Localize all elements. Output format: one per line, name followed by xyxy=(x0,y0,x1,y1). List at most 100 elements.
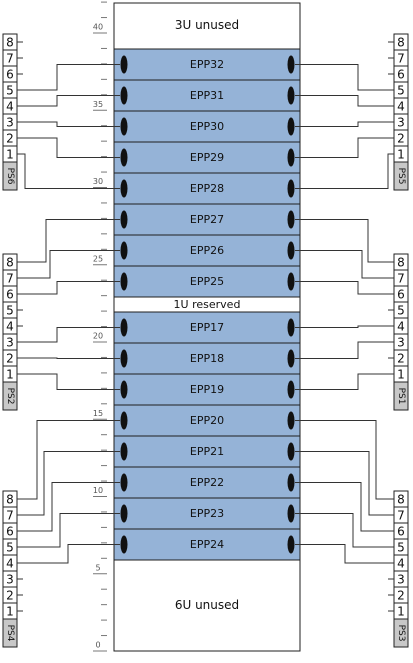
epp-unit-label: EPP29 xyxy=(190,151,224,164)
power-inlet-icon xyxy=(287,241,295,260)
outlet-number: 6 xyxy=(397,525,405,539)
power-inlet-icon xyxy=(287,148,295,167)
power-inlet-icon xyxy=(120,504,128,523)
power-cable xyxy=(23,327,120,343)
power-cable xyxy=(295,121,390,127)
outlet-number: 2 xyxy=(6,352,14,366)
outlet-number: 3 xyxy=(397,336,405,350)
ruler-label: 25 xyxy=(93,254,103,263)
power-cable xyxy=(295,219,390,263)
strip-name-label: PS5 xyxy=(396,168,406,185)
outlet-number: 1 xyxy=(397,368,405,382)
power-cable xyxy=(295,153,390,189)
outlet-number: 7 xyxy=(6,272,14,286)
outlet-number: 7 xyxy=(6,52,14,66)
epp-unit xyxy=(113,342,301,375)
outlet-number: 4 xyxy=(397,320,405,334)
ruler-label: 0 xyxy=(95,641,100,650)
outlet-number: 8 xyxy=(6,493,14,507)
power-cable xyxy=(295,451,390,516)
outlet-number: 3 xyxy=(6,336,14,350)
power-inlet-icon xyxy=(287,210,295,229)
power-cable xyxy=(23,451,120,516)
outlet-number: 4 xyxy=(6,320,14,334)
outlet-number: 5 xyxy=(397,84,405,98)
power-inlet-icon xyxy=(287,272,295,291)
power-inlet-icon xyxy=(287,179,295,198)
strip-name-box xyxy=(2,161,18,191)
ruler-label: 5 xyxy=(95,563,100,572)
power-inlet-icon xyxy=(287,473,295,492)
power-cable xyxy=(295,64,390,91)
epp-unit-label: EPP31 xyxy=(190,89,224,102)
outlet-number: 8 xyxy=(397,493,405,507)
epp-unit xyxy=(113,48,301,81)
strip-name-box xyxy=(393,618,409,648)
power-inlet-icon xyxy=(120,86,128,105)
outlet-number: 1 xyxy=(397,148,405,162)
outlet-number: 6 xyxy=(397,68,405,82)
epp-unit-label: EPP26 xyxy=(190,244,224,257)
outlet-number: 8 xyxy=(6,256,14,270)
power-cable xyxy=(23,250,120,279)
outlet-number: 5 xyxy=(6,304,14,318)
strip-name-label: PS3 xyxy=(396,625,406,642)
ruler-label: 10 xyxy=(93,486,103,495)
outlet-number: 3 xyxy=(397,116,405,130)
power-cable xyxy=(295,95,390,107)
outlet-number: 4 xyxy=(397,557,405,571)
power-cable xyxy=(295,420,390,500)
power-inlet-icon xyxy=(287,117,295,136)
epp-unit-label: EPP27 xyxy=(190,213,224,226)
outlet-number: 5 xyxy=(6,541,14,555)
power-cable xyxy=(23,64,120,91)
reserved-label: 1U reserved xyxy=(174,298,241,311)
epp-unit-label: EPP21 xyxy=(190,445,224,458)
epp-unit-label: EPP20 xyxy=(190,414,224,427)
epp-unit-label: EPP17 xyxy=(190,321,224,334)
power-cable xyxy=(295,373,390,390)
outlet-number: 8 xyxy=(6,36,14,50)
ruler-label: 30 xyxy=(93,177,103,186)
power-inlet-icon xyxy=(287,55,295,74)
outlet-number: 5 xyxy=(397,541,405,555)
power-inlet-icon xyxy=(287,504,295,523)
power-inlet-icon xyxy=(287,442,295,461)
outlet-number: 1 xyxy=(6,605,14,619)
outlet-number: 7 xyxy=(397,52,405,66)
outlet-number: 3 xyxy=(6,116,14,130)
epp-unit-label: EPP24 xyxy=(190,538,224,551)
power-cable xyxy=(23,95,120,107)
power-cable xyxy=(295,250,390,279)
outlet-number: 6 xyxy=(397,288,405,302)
outlet-number: 4 xyxy=(397,100,405,114)
power-cable xyxy=(295,513,390,548)
epp-unit xyxy=(113,311,301,344)
power-inlet-icon xyxy=(120,380,128,399)
power-cable xyxy=(23,420,120,500)
power-cable xyxy=(23,121,120,127)
power-cable xyxy=(23,373,120,390)
epp-unit xyxy=(113,172,301,205)
power-cable xyxy=(23,357,120,359)
power-inlet-icon xyxy=(120,349,128,368)
epp-unit-label: EPP32 xyxy=(190,58,224,71)
epp-unit-label: EPP30 xyxy=(190,120,224,133)
outlet-number: 5 xyxy=(397,304,405,318)
bottom-unused-label: 6U unused xyxy=(175,598,239,612)
power-cable xyxy=(23,482,120,532)
outlet-number: 1 xyxy=(6,148,14,162)
epp-unit-label: EPP18 xyxy=(190,352,224,365)
power-inlet-icon xyxy=(120,55,128,74)
power-cable xyxy=(295,137,390,158)
ruler-label: 15 xyxy=(93,409,103,418)
outlet-number: 4 xyxy=(6,557,14,571)
strip-name-label: PS2 xyxy=(5,388,15,405)
power-cable xyxy=(295,482,390,532)
